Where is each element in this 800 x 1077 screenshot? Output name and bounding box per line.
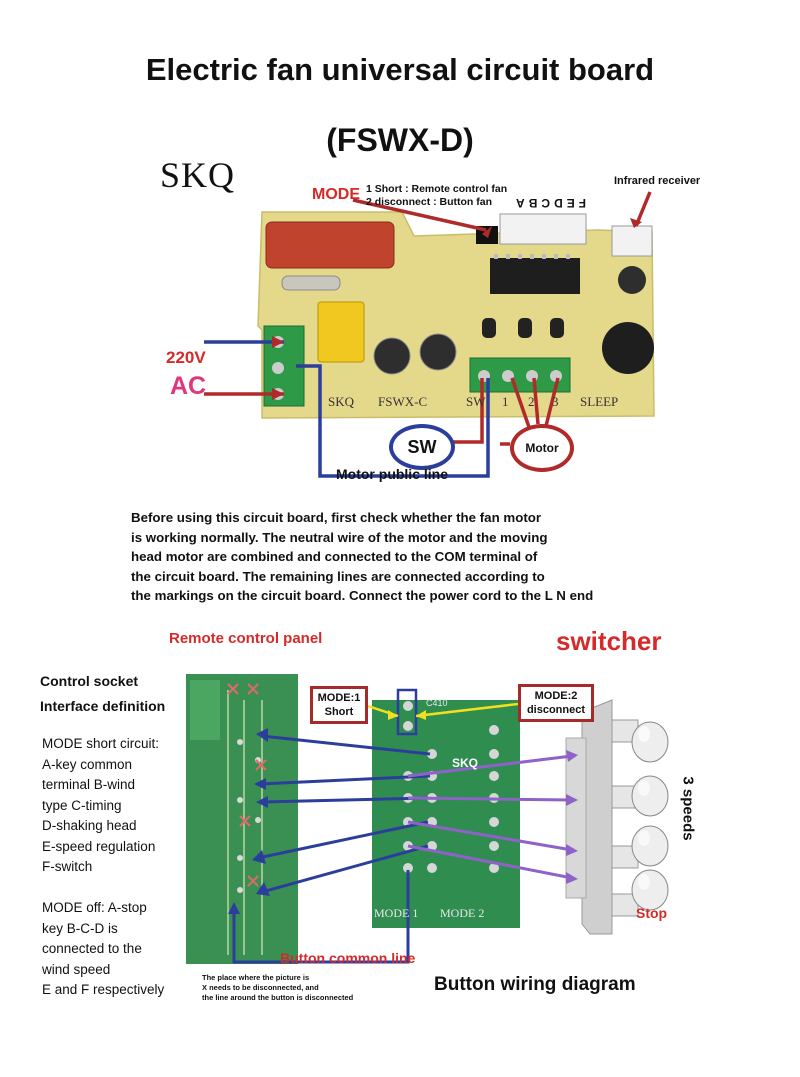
board-silk-sw: SW	[466, 394, 486, 409]
switcher-unit	[565, 699, 669, 935]
instruction-line-2: is working normally. The neutral wire of…	[131, 529, 548, 545]
mode-off-line: wind speed	[42, 961, 111, 977]
box2-line-1: MODE:2	[534, 690, 578, 702]
pcb-silk-skq: SKQ	[452, 756, 479, 770]
button-common-line-label: Button common line	[280, 950, 416, 966]
box1-line-2: Short	[324, 706, 354, 718]
mode-off-line: E and F respectively	[42, 982, 165, 997]
note-line-1: The place where the picture is	[202, 973, 310, 982]
box1-line-1: MODE:1	[317, 692, 361, 704]
motor-node: Motor	[510, 424, 574, 472]
brand-logo: SKQ	[160, 155, 236, 195]
mode-short-line: A-key common	[42, 756, 133, 772]
remote-control-panel-title: Remote control panel	[169, 630, 323, 647]
note-line-2: X needs to be disconnected, and	[202, 983, 319, 992]
instruction-line-3: head motor are combined and connected to…	[131, 549, 538, 564]
mode-short-line: F-switch	[42, 859, 93, 874]
pcb-silk-c410: C410	[426, 698, 448, 708]
instruction-line-1: Before using this circuit board, first c…	[131, 510, 542, 525]
mode-off-line: key B-C-D is	[42, 920, 118, 936]
board-silk-model: FSWX-C	[378, 394, 428, 409]
instruction-line-5: the markings on the circuit board. Conne…	[131, 588, 594, 603]
board-silk-skq: SKQ	[328, 394, 355, 409]
mode-desc-line-2: 2 disconnect : Button fan	[366, 196, 492, 208]
button-wiring-diagram-title: Button wiring diagram	[434, 974, 636, 995]
voltage-label: 220V	[166, 348, 206, 367]
pcb-silk-mode-2: MODE 2	[440, 906, 485, 920]
mode-off-line: connected to the	[42, 941, 142, 956]
switcher-title: switcher	[556, 626, 662, 656]
mode-short-line: D-shaking head	[42, 818, 137, 833]
infrared-receiver-label: Infrared receiver	[614, 175, 701, 187]
stop-label: Stop	[636, 905, 668, 921]
board-silk-1: 1	[502, 394, 509, 409]
board-silk-2: 2	[528, 394, 535, 409]
ac-label: AC	[170, 372, 207, 400]
mode-1-short-box: MODE:1 Short	[310, 686, 368, 724]
pcb-silk-mode-1: MODE 1	[374, 906, 419, 920]
board-silk-3: 3	[552, 394, 559, 409]
mode-off-line: MODE off: A-stop	[42, 900, 147, 915]
mode-description: 1 Short : Remote control fan 2 disconnec…	[366, 183, 507, 209]
motor-public-line-label: Motor public line	[336, 466, 448, 482]
mode-short-line: E-speed regulation	[42, 838, 156, 854]
board-silk-sleep: SLEEP	[580, 394, 619, 409]
bottom-arrowheads	[228, 710, 578, 914]
instructions-paragraph: Before using this circuit board, first c…	[131, 508, 711, 606]
mode-desc-line-1: 1 Short : Remote control fan	[366, 183, 508, 195]
three-speeds-label: 3 speeds	[679, 776, 697, 841]
mode-label: MODE	[312, 186, 360, 203]
button-pcb	[372, 688, 520, 928]
mode-short-definition: MODE short circuit: A-key common termina…	[42, 734, 182, 878]
connector-letter-c: C	[537, 196, 551, 210]
disconnect-note: The place where the picture is X needs t…	[202, 973, 402, 1003]
bottom-wiring	[232, 702, 573, 964]
note-line-3: the line around the button is disconnect…	[202, 993, 354, 1002]
model-number: (FSWX-D)	[326, 122, 474, 158]
top-wiring	[204, 191, 652, 478]
sw-node: SW	[389, 424, 455, 470]
mode-short-line: type C-timing	[42, 797, 122, 813]
connector-letters: FEDCBA	[512, 196, 586, 210]
instruction-line-4: the circuit board. The remaining lines a…	[131, 568, 545, 584]
mode-short-line: terminal B-wind	[42, 777, 136, 792]
control-socket-heading: Control socket	[40, 673, 139, 689]
connector-letter-b: B	[524, 196, 538, 210]
mode-short-line: MODE short circuit:	[42, 736, 160, 751]
mode-2-disconnect-box: MODE:2 disconnect	[518, 684, 594, 722]
connector-letter-f: F	[574, 196, 587, 210]
interface-definition-heading: Interface definition	[40, 698, 166, 714]
connector-letter-e: E	[562, 196, 575, 210]
mode-off-definition: MODE off: A-stop key B-C-D is connected …	[42, 898, 182, 1001]
connector-letter-a: A	[512, 196, 525, 210]
fan-circuit-board	[257, 211, 655, 419]
page-title: Electric fan universal circuit board	[145, 52, 655, 87]
remote-control-pcb	[186, 674, 298, 964]
box2-line-2: disconnect	[526, 704, 586, 716]
connector-letter-d: D	[550, 196, 563, 210]
